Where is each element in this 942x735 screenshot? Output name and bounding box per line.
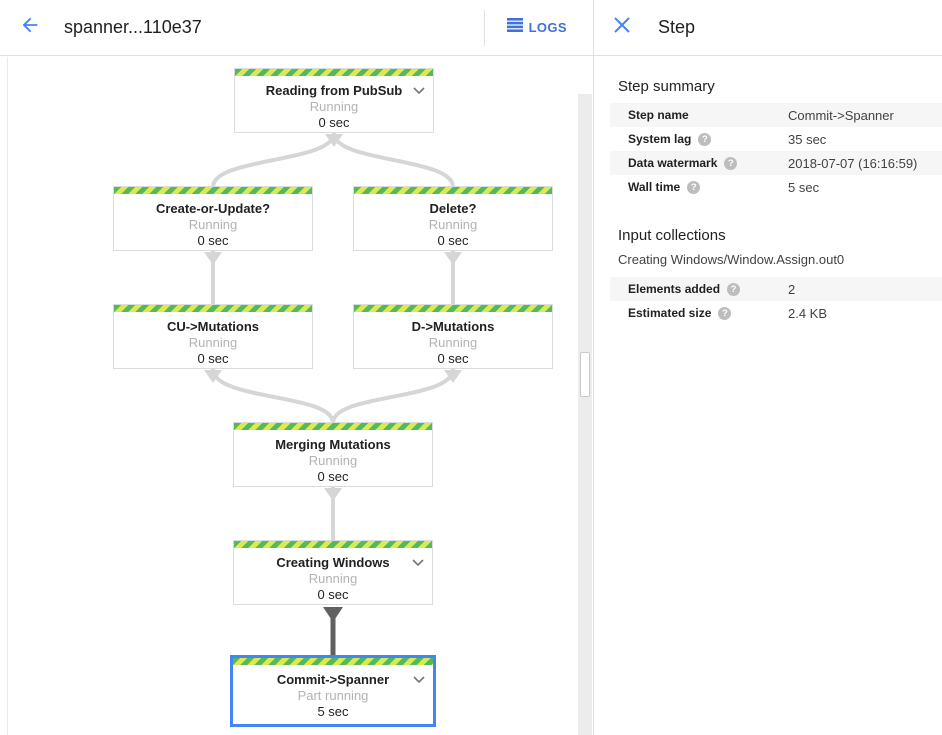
row-value: 2018-07-07 (16:16:59) [788, 155, 918, 171]
graph-node-cu-mutations[interactable]: CU->Mutations Running 0 sec [113, 304, 313, 369]
edge-arrow [325, 134, 343, 147]
table-row: Elements added? 2 [610, 277, 942, 301]
edge-arrow [444, 370, 462, 383]
node-time: 5 sec [317, 704, 349, 719]
help-icon[interactable]: ? [718, 306, 732, 320]
running-stripe [233, 658, 433, 665]
row-value: 5 sec [788, 179, 820, 195]
chevron-down-icon[interactable] [413, 671, 425, 689]
node-title: D->Mutations [411, 319, 495, 334]
input-collection-name[interactable]: Creating Windows/Window.Assign.out0 [618, 252, 845, 267]
running-stripe [114, 305, 312, 312]
row-label: Step name [628, 108, 689, 122]
close-panel-button[interactable] [610, 16, 634, 40]
node-time: 0 sec [197, 233, 229, 248]
node-status: Running [428, 335, 478, 350]
row-value: 2 [788, 281, 796, 297]
help-icon[interactable]: ? [724, 156, 738, 170]
row-value: 35 sec [788, 131, 827, 147]
canvas-edge-divider [7, 57, 8, 735]
edge-pubsub-to-delete [332, 132, 455, 188]
running-stripe [354, 187, 552, 194]
back-button[interactable] [18, 16, 42, 40]
graph-node-create-or-update[interactable]: Create-or-Update? Running 0 sec [113, 186, 313, 251]
chevron-down-icon[interactable] [412, 554, 424, 572]
top-bar: spanner...110e37 LOGS [0, 0, 593, 56]
node-title: Create-or-Update? [155, 201, 271, 216]
step-details-panel: Step Step summary Step name Commit->Span… [593, 0, 942, 735]
edge-arrow-selected [323, 607, 343, 622]
node-status: Running [308, 453, 358, 468]
edge-cumutations-to-merge [211, 368, 335, 424]
edge-arrow [324, 488, 342, 501]
edge-arrow [204, 370, 222, 383]
node-time: 0 sec [317, 469, 349, 484]
input-collections-table: Elements added? 2 Estimated size? 2.4 KB [610, 277, 942, 325]
node-title: CU->Mutations [166, 319, 260, 334]
logs-list-icon [506, 18, 523, 37]
running-stripe [234, 423, 432, 430]
graph-node-d-mutations[interactable]: D->Mutations Running 0 sec [353, 304, 553, 369]
node-time: 0 sec [317, 587, 349, 602]
node-title: Merging Mutations [275, 437, 391, 452]
table-row: Step name Commit->Spanner [610, 103, 942, 127]
row-label: Elements added? [628, 282, 788, 296]
edge-pubsub-to-create [211, 132, 336, 188]
panel-header: Step [594, 0, 942, 56]
graph-scrollbar-track[interactable] [578, 94, 592, 735]
node-title: Reading from PubSub [265, 83, 403, 98]
running-stripe [354, 305, 552, 312]
graph-node-merging-mutations[interactable]: Merging Mutations Running 0 sec [233, 422, 433, 487]
node-status: Running [308, 571, 358, 586]
running-stripe [114, 187, 312, 194]
table-row: Estimated size? 2.4 KB [610, 301, 942, 325]
node-status: Running [428, 217, 478, 232]
node-time: 0 sec [197, 351, 229, 366]
node-status: Running [188, 217, 238, 232]
graph-node-commit-spanner-selected[interactable]: Commit->Spanner Part running 5 sec [230, 655, 436, 727]
panel-title: Step [658, 17, 696, 37]
job-title: spanner...110e37 [64, 17, 202, 37]
input-collections-heading: Input collections [618, 227, 726, 244]
node-title: Commit->Spanner [276, 672, 390, 687]
table-row: System lag? 35 sec [610, 127, 942, 151]
logs-button[interactable]: LOGS [506, 18, 567, 37]
row-label: System lag? [628, 132, 788, 146]
node-title: Delete? [429, 201, 477, 216]
graph-edges [204, 132, 462, 657]
step-summary-heading: Step summary [618, 78, 715, 95]
running-stripe [235, 69, 433, 76]
logs-button-label: LOGS [528, 20, 567, 35]
help-icon[interactable]: ? [698, 132, 712, 146]
running-stripe [234, 541, 432, 548]
table-row: Data watermark? 2018-07-07 (16:16:59) [610, 151, 942, 175]
graph-node-creating-windows[interactable]: Creating Windows Running 0 sec [233, 540, 433, 605]
node-title: Creating Windows [276, 555, 390, 570]
graph-node-delete[interactable]: Delete? Running 0 sec [353, 186, 553, 251]
row-value: 2.4 KB [788, 305, 828, 321]
help-icon[interactable]: ? [687, 180, 701, 194]
step-summary-table: Step name Commit->Spanner System lag? 35… [610, 103, 942, 199]
node-time: 0 sec [437, 233, 469, 248]
node-status: Running [309, 99, 359, 114]
graph-scrollbar-thumb[interactable] [580, 352, 590, 397]
help-icon[interactable]: ? [727, 282, 741, 296]
chevron-down-icon[interactable] [413, 82, 425, 100]
back-arrow-icon [19, 14, 41, 41]
table-row: Wall time? 5 sec [610, 175, 942, 199]
node-status: Part running [297, 688, 369, 703]
edge-dmutations-to-merge [331, 368, 455, 424]
node-time: 0 sec [318, 115, 350, 130]
node-time: 0 sec [437, 351, 469, 366]
graph-node-reading-from-pubsub[interactable]: Reading from PubSub Running 0 sec [234, 68, 434, 133]
job-graph-canvas[interactable]: Reading from PubSub Running 0 sec Create… [0, 57, 593, 735]
row-label: Data watermark? [628, 156, 788, 170]
node-status: Running [188, 335, 238, 350]
row-label: Wall time? [628, 180, 788, 194]
edge-arrow [444, 252, 462, 265]
close-icon [614, 17, 630, 38]
edge-arrow [204, 252, 222, 265]
row-value: Commit->Spanner [788, 107, 894, 123]
row-label: Estimated size? [628, 306, 788, 320]
